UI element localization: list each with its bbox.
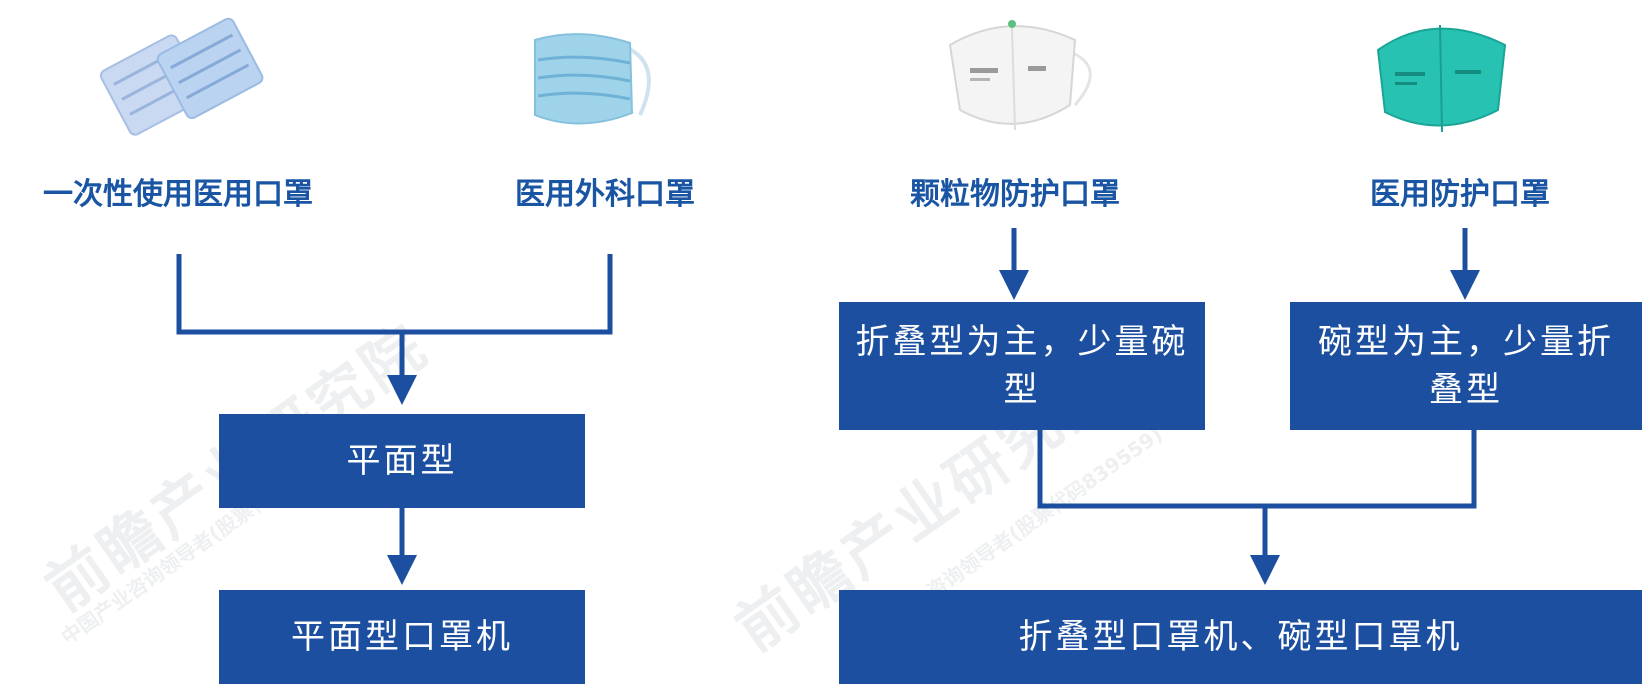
product-label-medical-protective: 医用防护口罩 <box>1370 177 1550 212</box>
fold-cup-machine-box: 折叠型口罩机、碗型口罩机 <box>839 590 1642 684</box>
disposable-mask-pack-icon <box>99 17 264 136</box>
merge-bracket-right <box>1037 430 1477 509</box>
teal-cup-respirator-icon <box>1376 24 1507 133</box>
cup-main-box: 碗型为主，少量折叠型 <box>1290 302 1642 430</box>
fold-main-box: 折叠型为主，少量碗型 <box>839 302 1205 430</box>
surgical-mask-icon <box>534 33 651 125</box>
flat-type-box: 平面型 <box>219 414 585 508</box>
merge-bracket-left <box>176 254 613 335</box>
flat-machine-box: 平面型口罩机 <box>219 590 585 684</box>
product-label-disposable: 一次性使用医用口罩 <box>43 177 313 212</box>
product-label-particulate: 颗粒物防护口罩 <box>910 177 1120 212</box>
white-cup-respirator-icon <box>948 20 1092 131</box>
product-label-surgical: 医用外科口罩 <box>515 177 695 212</box>
